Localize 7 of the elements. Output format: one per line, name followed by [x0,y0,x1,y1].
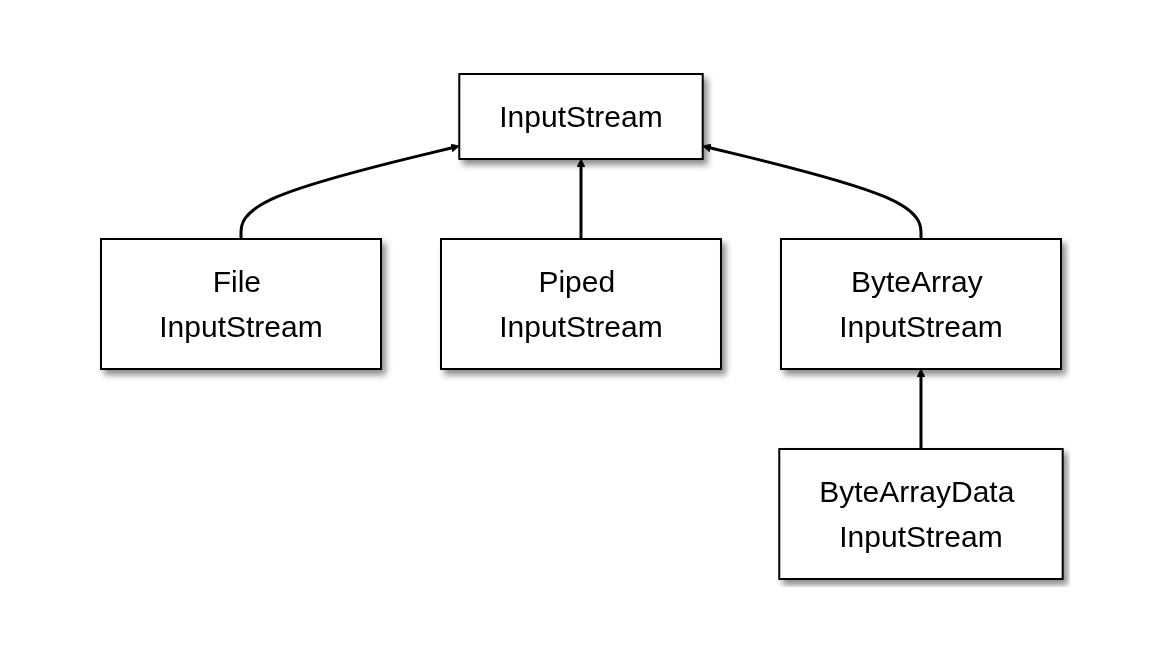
node-box: InputStream [457,73,704,160]
arrow [576,158,586,239]
arrow [916,368,926,449]
node-box: File InputStream [99,238,382,370]
node-box: ByteArray InputStream [779,238,1062,370]
node-box: ByteArrayData InputStream [777,448,1064,580]
node-box: Piped InputStream [439,238,722,370]
